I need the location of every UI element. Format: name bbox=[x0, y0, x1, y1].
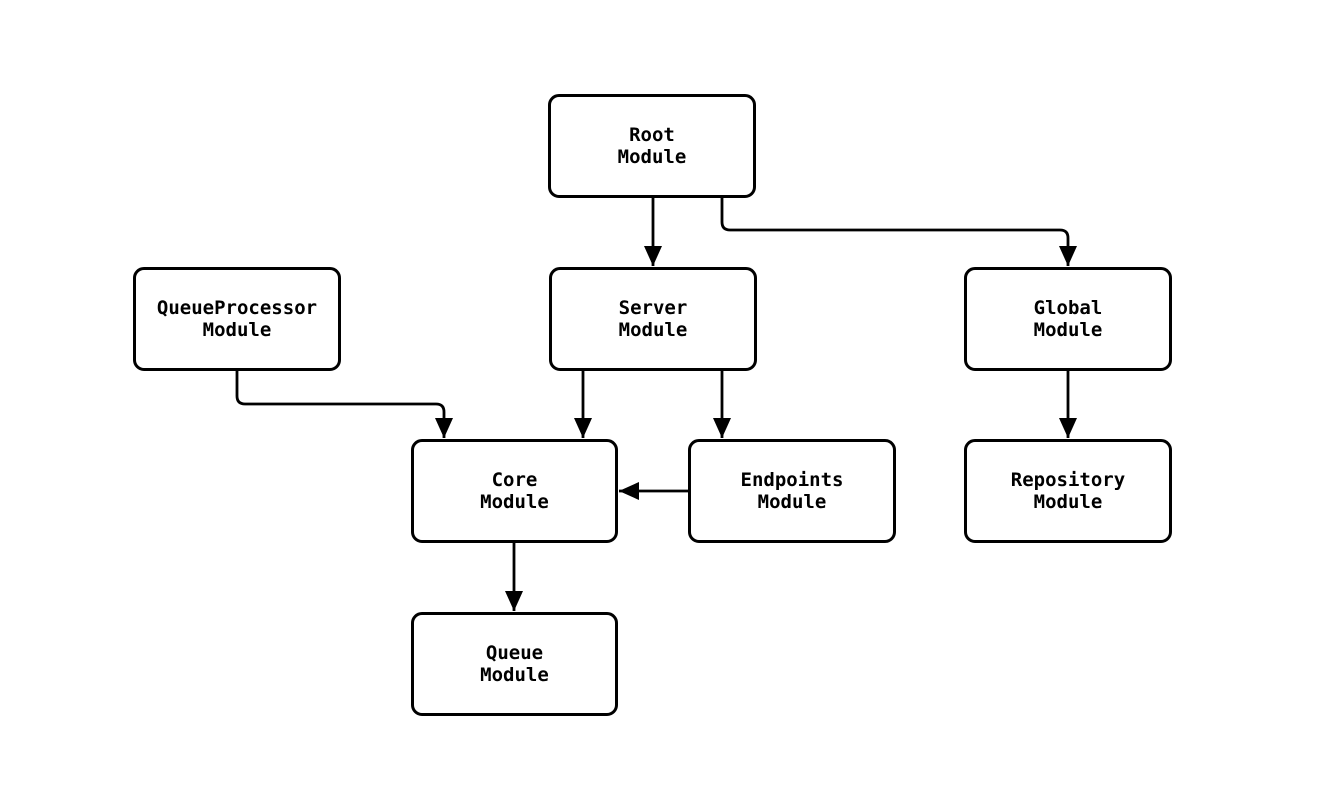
node-label: Root bbox=[629, 124, 675, 146]
node-label: Global bbox=[1033, 297, 1103, 319]
node-label: Server bbox=[618, 297, 688, 319]
node-label: Module bbox=[617, 146, 687, 168]
edge-root-global bbox=[720, 198, 1077, 266]
node-label: Queue bbox=[485, 642, 544, 664]
node-label: Module bbox=[480, 664, 549, 686]
node-label: Module bbox=[1033, 319, 1103, 341]
node-label: Endpoints bbox=[740, 469, 844, 491]
node-label: Repository bbox=[1010, 469, 1126, 491]
node-label: Module bbox=[480, 491, 549, 513]
edge-queueprocessor-core bbox=[235, 371, 453, 438]
node-label: Module bbox=[618, 319, 688, 341]
node-label: Module bbox=[1033, 491, 1103, 513]
node-label: QueueProcessor bbox=[156, 297, 318, 319]
node-label: Core bbox=[491, 469, 538, 491]
node-label: Module bbox=[202, 319, 272, 341]
node-label: Module bbox=[757, 491, 827, 513]
